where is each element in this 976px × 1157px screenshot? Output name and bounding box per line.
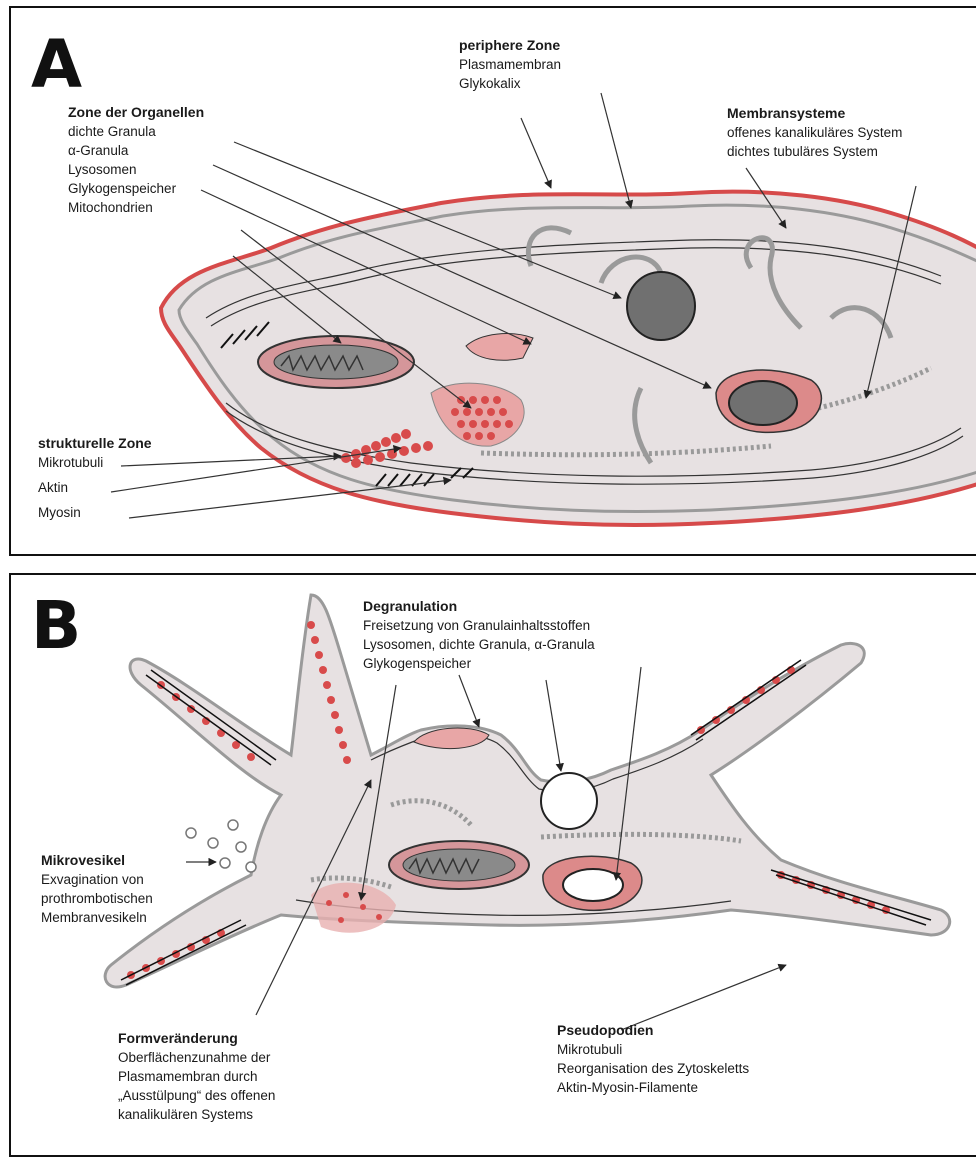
label-pseudopodien: Pseudopodien Mikrotubuli Reorganisation … — [557, 1021, 749, 1097]
label-line: Mikrotubuli — [557, 1040, 749, 1059]
label-line: dichte Granula — [68, 122, 204, 141]
label-line: prothrombotischen — [41, 889, 153, 908]
label-line: Oberflächenzunahme der — [118, 1048, 275, 1067]
label-line: Glykogenspeicher — [363, 654, 595, 673]
label-title: Mikrovesikel — [41, 851, 153, 870]
label-title: Membransysteme — [727, 104, 902, 123]
label-line: Mitochondrien — [68, 198, 204, 217]
label-line: Plasmamembran — [459, 55, 561, 74]
label-line: Aktin — [38, 478, 152, 497]
label-title: Formveränderung — [118, 1029, 275, 1048]
panel-a-letter: A — [31, 32, 80, 98]
label-title: Zone der Organellen — [68, 103, 204, 122]
label-line: offenes kanalikuläres System — [727, 123, 902, 142]
label-degranulation: Degranulation Freisetzung von Granulainh… — [363, 597, 595, 673]
label-line: dichtes tubuläres System — [727, 142, 902, 161]
label-zone-organellen: Zone der Organellen dichte Granula α-Gra… — [68, 103, 204, 217]
label-title: periphere Zone — [459, 36, 561, 55]
label-strukturelle-zone: strukturelle Zone Mikrotubuli Aktin Myos… — [38, 434, 152, 522]
label-line: Glykokalix — [459, 74, 561, 93]
released-granule — [541, 773, 597, 829]
label-line: Plasmamembran durch — [118, 1067, 275, 1086]
label-title: Degranulation — [363, 597, 595, 616]
label-membransysteme: Membransysteme offenes kanalikuläres Sys… — [727, 104, 902, 161]
alpha-granule — [716, 370, 821, 432]
label-line: Glykogenspeicher — [68, 179, 204, 198]
label-title: strukturelle Zone — [38, 434, 152, 453]
label-line: Reorganisation des Zytoskeletts — [557, 1059, 749, 1078]
label-line: α-Granula — [68, 141, 204, 160]
panel-b: B Degranulation Freisetzung von Granulai… — [9, 573, 976, 1157]
microvesicles — [186, 820, 256, 872]
label-periphere-zone: periphere Zone Plasmamembran Glykokalix — [459, 36, 561, 93]
label-mikrovesikel: Mikrovesikel Exvagination von prothrombo… — [41, 851, 153, 927]
mitochondrion — [389, 841, 529, 889]
label-line: Myosin — [38, 503, 152, 522]
label-line: Exvagination von — [41, 870, 153, 889]
label-line: „Ausstülpung“ des offenen — [118, 1086, 275, 1105]
label-title: Pseudopodien — [557, 1021, 749, 1040]
dense-granule — [627, 272, 695, 340]
label-line: Freisetzung von Granulainhaltsstoffen — [363, 616, 595, 635]
label-formveraenderung: Formveränderung Oberflächenzunahme der P… — [118, 1029, 275, 1124]
label-line: Lysosomen — [68, 160, 204, 179]
alpha-granule — [543, 856, 642, 910]
label-line: Lysosomen, dichte Granula, α-Granula — [363, 635, 595, 654]
panel-b-letter: B — [31, 593, 79, 659]
label-line: Membranvesikeln — [41, 908, 153, 927]
mitochondrion — [258, 336, 414, 388]
label-line: Aktin-Myosin-Filamente — [557, 1078, 749, 1097]
label-line: Mikrotubuli — [38, 453, 152, 472]
label-line: kanalikulären Systems — [118, 1105, 275, 1124]
panel-a: A periphere Zone Plasmamembran Glykokali… — [9, 6, 976, 556]
